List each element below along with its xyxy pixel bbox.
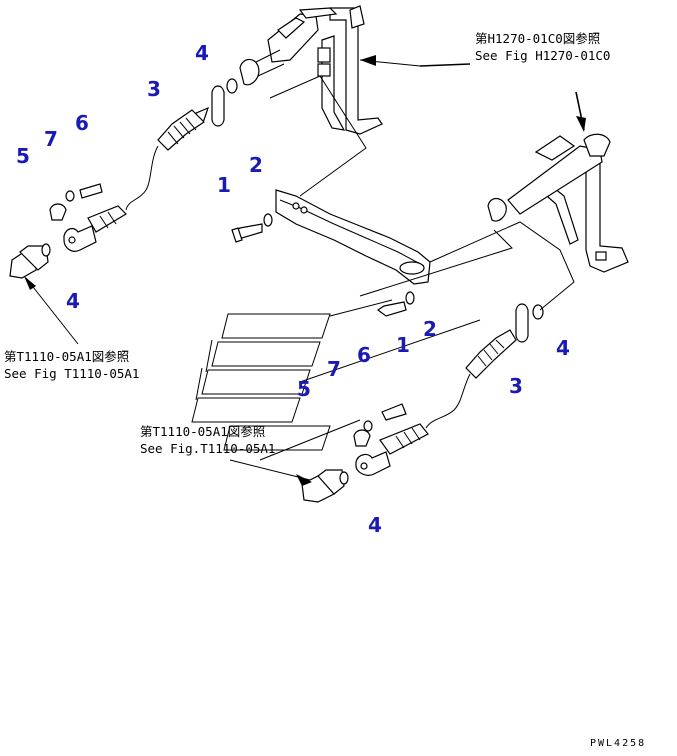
callout-7: 7 — [44, 127, 58, 151]
callout-4: 4 — [556, 336, 570, 360]
leader-lines — [229, 75, 575, 486]
ref-bottom-en: See Fig.T1110-05A1 — [140, 441, 275, 456]
callout-5: 5 — [16, 144, 30, 168]
callout-7: 7 — [327, 357, 341, 381]
callout-3: 3 — [147, 77, 161, 101]
callout-1: 1 — [396, 333, 410, 357]
ref-left-en: See Fig T1110-05A1 — [4, 366, 139, 381]
ref-bottom-jp: 第T1110-05A1図参照 — [140, 424, 265, 439]
callout-1: 1 — [217, 173, 231, 197]
callout-5: 5 — [297, 377, 311, 401]
ref-top-right-jp: 第H1270-01C0図参照 — [475, 31, 600, 46]
callout-6: 6 — [357, 343, 371, 367]
callout-2: 2 — [249, 153, 263, 177]
center-bar — [275, 189, 431, 285]
top-mount-bracket — [239, 5, 471, 135]
right-mount-bracket — [487, 91, 629, 273]
callout-4: 4 — [66, 289, 80, 313]
ref-top-right-en: See Fig H1270-01C0 — [475, 48, 610, 63]
callout-4: 4 — [195, 41, 209, 65]
phantom-plates — [191, 313, 331, 451]
callout-6: 6 — [75, 111, 89, 135]
ref-left-jp: 第T1110-05A1図参照 — [4, 349, 129, 364]
callout-3: 3 — [509, 374, 523, 398]
left-pipe-assembly — [9, 78, 238, 345]
lower-pipe-assembly — [301, 291, 544, 503]
callout-4: 4 — [368, 513, 382, 537]
bolt-washer-top — [231, 213, 273, 243]
callout-2: 2 — [423, 317, 437, 341]
drawing-code: PWL4258 — [590, 738, 646, 749]
